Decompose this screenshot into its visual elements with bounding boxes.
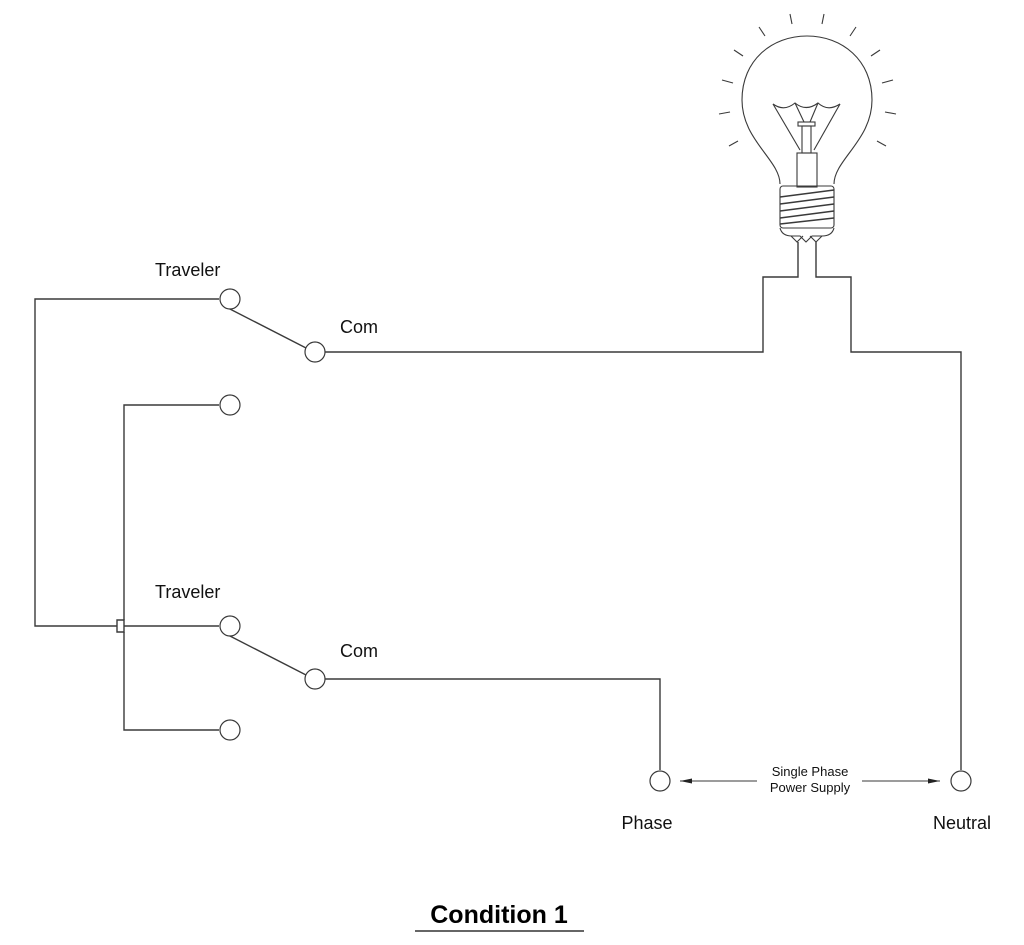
wire-com-bottom-to-phase [325,678,661,770]
wire-traveler-2 [123,404,219,620]
phase-label: Phase [621,813,672,833]
switch-top-traveler-label: Traveler [155,260,220,280]
light-rays [718,13,897,147]
wire-lamp-to-com-top [325,242,799,353]
neutral-terminal [950,770,972,792]
switch-top-com-label: Com [340,317,378,337]
light-bulb-icon [718,13,897,243]
switch-bottom-traveler-label: Traveler [155,582,220,602]
switch-top-lever [225,306,309,350]
supply-caption-line2: Power Supply [770,780,851,795]
phase-terminal [649,770,671,792]
switch-bottom-traveler-terminal-1 [219,615,241,637]
switch-bottom-com-label: Com [340,641,378,661]
supply-caption-line1: Single Phase [772,764,849,779]
wire-traveler-1 [34,298,219,627]
switch-bottom-lever [225,633,309,677]
screw-threads [779,189,835,225]
switch-bottom-traveler-terminal-2 [219,719,241,741]
switch-top-traveler-terminal-1 [219,288,241,310]
switch-top-traveler-terminal-2 [219,394,241,416]
wire-lamp-to-neutral [815,242,962,770]
neutral-label: Neutral [933,813,991,833]
diagram-title: Condition 1 [430,901,568,929]
supply-arrow [680,778,940,784]
switch-bottom-com-terminal [304,668,326,690]
switch-top-com-terminal [304,341,326,363]
